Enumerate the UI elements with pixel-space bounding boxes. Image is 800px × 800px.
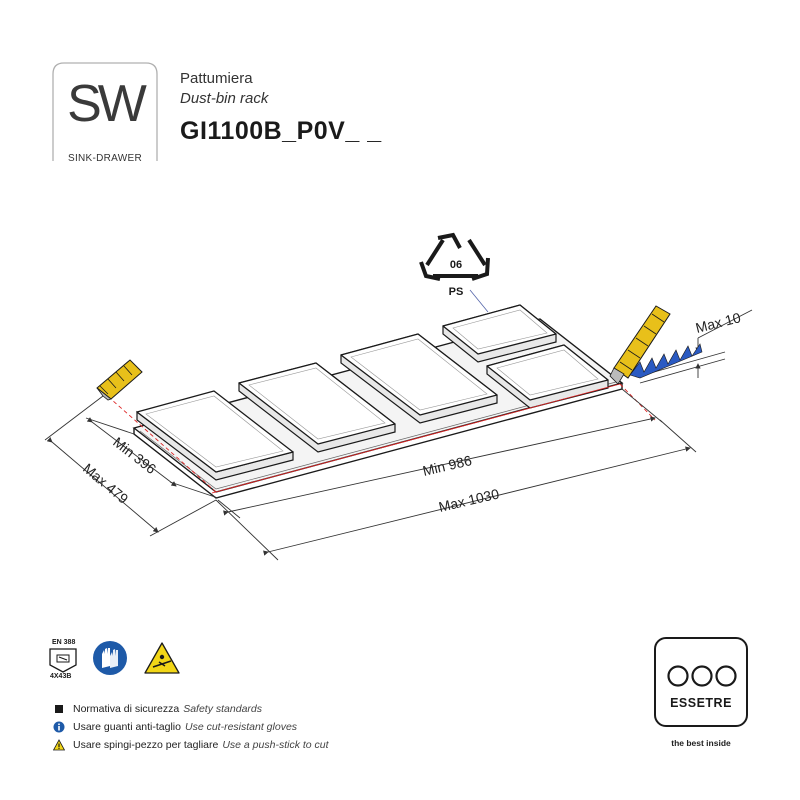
compartment-5 <box>486 344 609 409</box>
dim-max-width: Max 1030 <box>437 485 501 514</box>
compartment-4 <box>442 304 557 363</box>
compartment-3 <box>340 333 498 424</box>
product-name-it: Pattumiera <box>180 70 253 87</box>
legend-item-gloves: Usare guanti anti-taglio Use cut-resista… <box>53 718 473 736</box>
legend-item-standards: Normativa di sicurezza Safety standards <box>53 700 473 718</box>
legend-text-en: Use a push-stick to cut <box>222 739 329 751</box>
legend-text-it: Usare guanti anti-taglio <box>73 721 181 733</box>
warning-icon <box>53 739 65 751</box>
logo-text: SW <box>67 75 147 133</box>
glove-standard-icon <box>49 648 77 673</box>
brand-tagline: the best inside <box>671 738 731 748</box>
dim-min-width: Min 986 <box>421 452 473 479</box>
recycling-icon: 06 PS <box>419 232 490 298</box>
square-bullet-icon <box>55 705 63 713</box>
safety-standard-label: EN 388 <box>52 639 76 646</box>
safety-standard-code: 4X43B <box>50 673 72 680</box>
dim-max-cut: Max 10 <box>694 309 743 336</box>
legend-text-it: Normativa di sicurezza <box>73 703 180 715</box>
brand-logo-frame <box>654 637 748 727</box>
knife-left-icon <box>96 359 143 401</box>
legend-text-en: Use cut-resistant gloves <box>184 721 298 733</box>
logo-frame <box>52 62 158 161</box>
info-icon <box>53 721 65 733</box>
legend-text-en: Safety standards <box>183 703 262 715</box>
saw-blade-icon <box>629 343 703 379</box>
recycling-material: PS <box>449 286 464 298</box>
product-name-en: Dust-bin rack <box>180 90 269 107</box>
material-leader-line <box>469 289 489 313</box>
safety-legend: Normativa di sicurezza Safety standards … <box>53 700 473 754</box>
product-code: GI1100B_P0V_ _ <box>180 117 382 145</box>
push-stick-warning-icon <box>144 642 180 674</box>
knife-right-icon <box>609 305 671 385</box>
legend-item-push-stick: Usare spingi-pezzo per tagliare Use a pu… <box>53 736 473 754</box>
recycling-code: 06 <box>450 259 462 271</box>
dim-max-depth: Max 479 <box>80 460 132 507</box>
legend-text-it: Usare spingi-pezzo per tagliare <box>73 739 219 751</box>
gloves-icon <box>93 641 127 675</box>
brand-circles-icon <box>667 665 737 687</box>
logo-subtitle: SINK-DRAWER <box>67 153 143 164</box>
brand-name: ESSETRE <box>670 696 732 710</box>
